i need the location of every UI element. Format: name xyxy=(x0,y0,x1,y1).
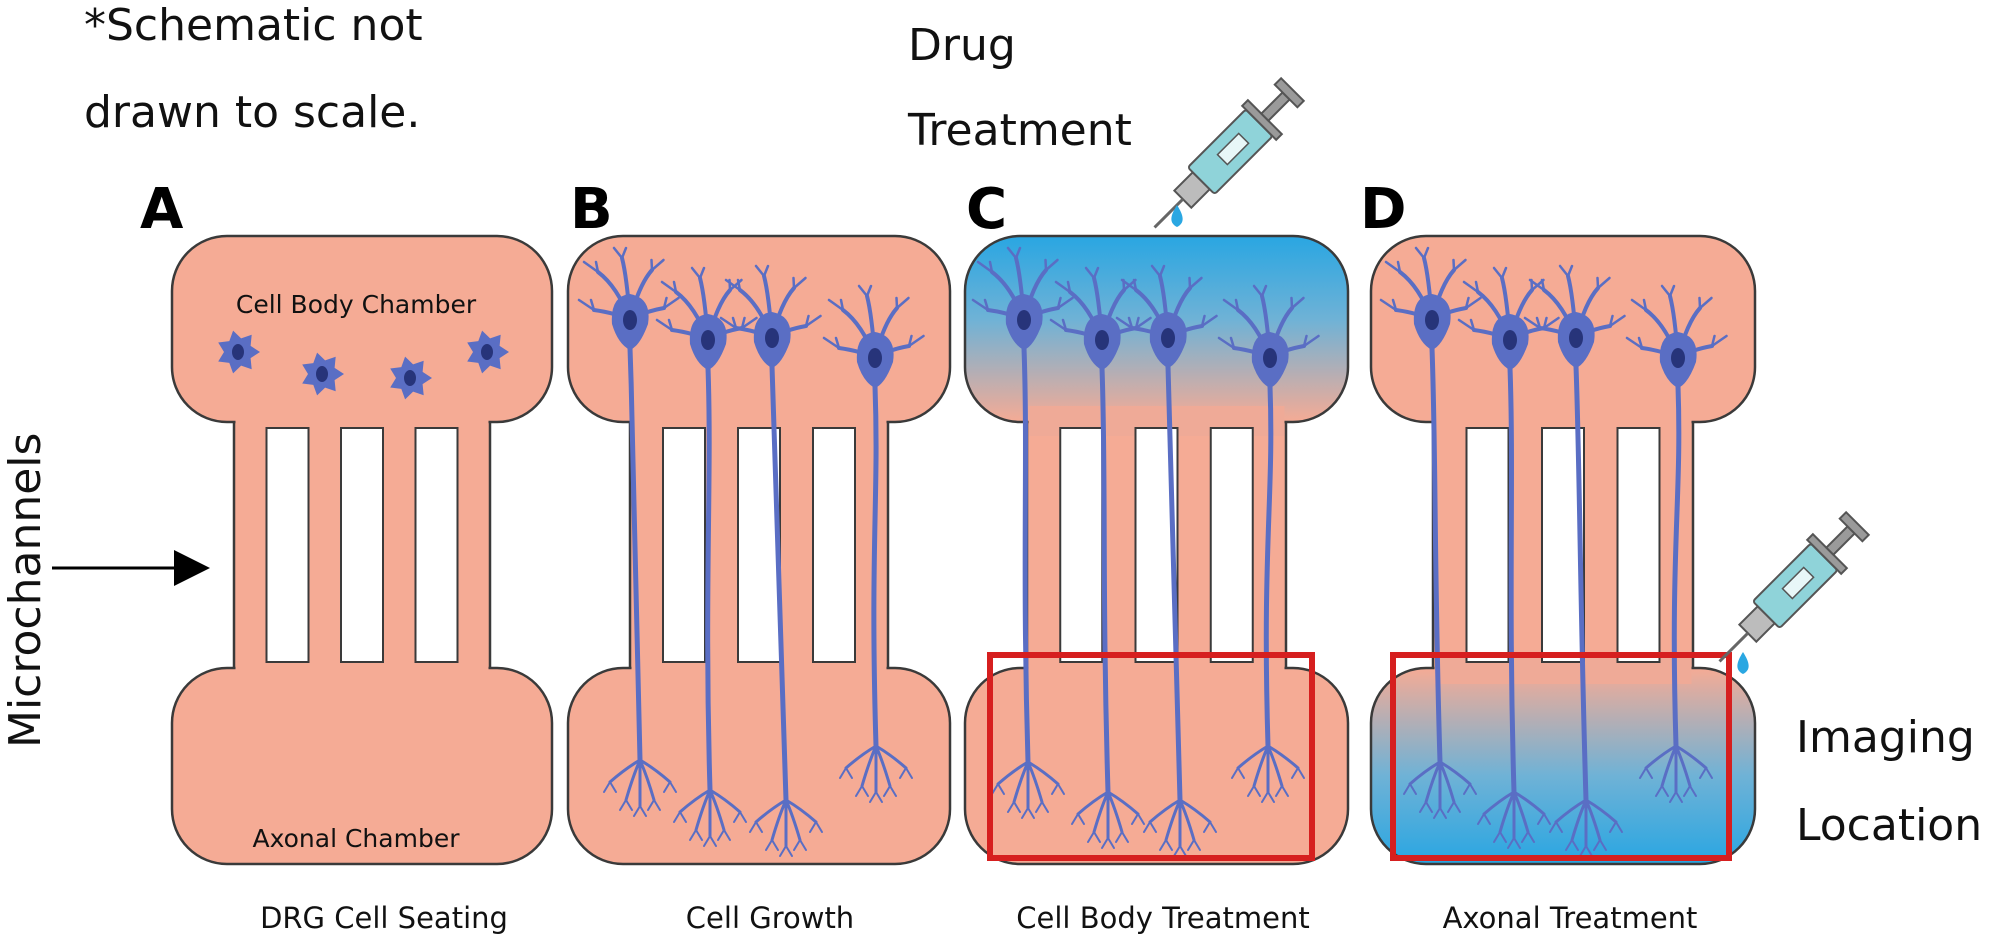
device-panel-b xyxy=(566,234,952,866)
neuron xyxy=(1115,264,1218,857)
panel-letter-b: B xyxy=(570,177,613,242)
neuron xyxy=(1049,266,1152,849)
panel-letter-c: C xyxy=(966,177,1007,242)
neuron xyxy=(822,284,925,803)
axonal-chamber xyxy=(1369,666,1757,866)
drug-label-line2: Treatment xyxy=(907,105,1132,156)
cell-body-chamber-label: Cell Body Chamber xyxy=(236,290,477,319)
microchannel-slot xyxy=(265,427,310,663)
imaging-label-line2: Location xyxy=(1796,800,1982,851)
microchannel-slot xyxy=(812,427,856,663)
microchannel-slot xyxy=(414,427,459,663)
neuron xyxy=(1523,264,1626,857)
schematic-note-line2: drawn to scale. xyxy=(84,87,420,138)
caption-d: Axonal Treatment xyxy=(1443,901,1698,935)
drug-label-line1: Drug xyxy=(908,20,1016,71)
neuron xyxy=(1217,284,1320,803)
neuron xyxy=(719,264,823,857)
panel-letter-a: A xyxy=(140,177,184,242)
neuron xyxy=(971,246,1074,819)
cell-body xyxy=(390,356,432,400)
device-panel-a xyxy=(170,234,554,866)
neuron xyxy=(1379,246,1482,819)
microchannel-slot xyxy=(1616,427,1661,663)
neuron xyxy=(577,246,680,817)
microchannel-slot xyxy=(340,427,384,663)
caption-b: Cell Growth xyxy=(686,901,854,935)
microchannel-slot xyxy=(1465,427,1510,663)
neuron xyxy=(1625,284,1728,803)
device-panel-d xyxy=(1369,234,1757,866)
axonal-chamber-label: Axonal Chamber xyxy=(253,824,461,853)
microchannel-slot xyxy=(1209,427,1254,663)
drop-icon-top xyxy=(1171,205,1183,227)
microchannels-label: Microchannels xyxy=(0,433,51,748)
panel-letter-d: D xyxy=(1360,177,1406,242)
cell-body xyxy=(302,352,344,396)
microchannel-slot xyxy=(662,427,706,663)
cell-body xyxy=(218,330,260,374)
imaging-label-line1: Imaging xyxy=(1796,712,1975,763)
cell-body xyxy=(467,330,509,374)
caption-c: Cell Body Treatment xyxy=(1016,901,1309,935)
syringe-icon-top xyxy=(1153,76,1306,229)
neuron xyxy=(1457,266,1560,849)
microchannel-slot xyxy=(1059,427,1104,663)
drop-icon-right xyxy=(1737,652,1749,674)
imaging-box-c xyxy=(987,652,1315,861)
syringe-icon-right xyxy=(1718,510,1871,663)
schematic-note-line1: *Schematic not xyxy=(84,0,423,51)
imaging-box-d xyxy=(1390,652,1732,861)
axonal-chamber xyxy=(566,666,952,866)
neuron xyxy=(655,266,758,847)
cell-body-chamber xyxy=(170,234,554,424)
caption-a: DRG Cell Seating xyxy=(260,901,508,935)
